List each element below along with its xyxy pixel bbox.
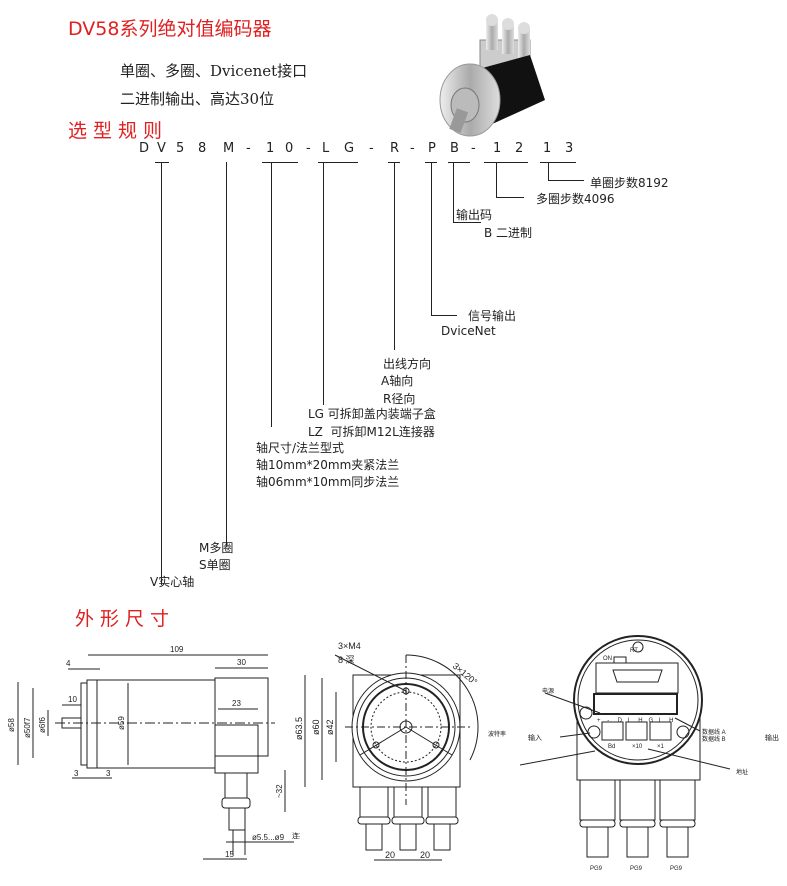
dim-d55: ø5.5...ø9 [252,833,285,842]
multiturn-option: 多圈步数4096 [536,192,615,206]
section-dimensions-title: 外形尺寸 [75,608,176,630]
model-code-char: - [246,141,251,156]
dim-d60: ø60 [311,719,321,735]
model-code-char: - [306,141,311,156]
singleturn-option: 单圈步数8192 [590,176,669,190]
dim-10: 10 [68,695,77,704]
direction-option: R径向 [383,392,416,406]
terminal-label: G [649,718,654,724]
on-label: ON [603,656,612,662]
dim-15: 15 [225,850,234,859]
model-code-char: B [450,141,459,156]
connection-option: LG 可拆卸盖内装端子盒 [308,407,436,421]
model-code-char: 8 [198,141,207,156]
product-title: DV58系列绝对值编码器 [68,18,272,40]
direction-option: A轴向 [381,374,414,388]
data-b-label: 数据线 B [702,735,726,743]
terminal-label: D [618,718,623,724]
connector-label: 连接器PG9,径向 [292,831,300,840]
shaft-option: 轴10mm*20mm夹紧法兰 [256,458,400,472]
dim-4: 4 [66,659,71,668]
turns-option: S单圈 [199,558,231,572]
model-code-char: P [428,141,436,156]
model-code-char: 1 [266,141,275,156]
feature-line: 单圈、多圈、Dvicenet接口 [120,62,308,80]
depth-label: 8 深 [338,655,355,665]
dim-20a: 20 [385,850,395,860]
encoder-photo [439,14,545,137]
input-label: 输入 [528,733,542,742]
baud-label: 波特率 [488,730,506,738]
pg9-label: PG9 [630,866,643,872]
side-view-drawing: 109 30 4 10 23 ø58 ø50f7 ø6f6 ø59 3 3 ~3… [7,645,300,860]
dim-109: 109 [170,645,184,654]
shaft-option: 轴06mm*10mm同步法兰 [256,475,400,489]
shaft-type-option: V实心轴 [150,575,195,589]
model-code-char: 3 [565,141,574,156]
pg9-label: PG9 [670,866,683,872]
dim-d58: ø58 [7,718,16,732]
model-code-char: M [223,141,235,156]
output-code-title: 输出码 [456,208,493,222]
data-a-label: 数据线 A [702,728,726,736]
direction-title: 出线方向 [383,357,432,371]
terminal-label: L [628,718,632,724]
model-code-char: - [369,141,374,156]
terminal-label: H [638,718,642,724]
signal-title: 信号输出 [468,309,517,323]
pg9-label: PG9 [590,866,603,872]
address-label: 地址 [736,768,748,776]
dim-3a: 3 [74,769,79,778]
rt-label: RT [630,648,638,654]
model-code-char: 5 [176,141,185,156]
dim-3b: 3 [106,769,111,778]
signal-option: DviceNet [441,324,496,338]
model-code-char: G [344,141,355,156]
model-code-char: - [410,141,415,156]
model-code-char: 2 [515,141,524,156]
dial-label: ×1 [657,744,665,750]
dim-d42: ø42 [325,719,335,735]
section-selection-title: 选型规则 [68,120,169,142]
terminal-label: - [607,718,609,724]
model-code-char: R [390,141,400,156]
model-code-char: 1 [493,141,502,156]
dim-32: ~32 [275,784,284,798]
feature-line: 二进制输出、高达30位 [120,90,275,108]
model-code-char: 0 [285,141,294,156]
power-label: 电源 [542,687,554,695]
dial-label: ×10 [632,744,643,750]
dim-d6: ø6f6 [38,716,47,733]
model-code-char: 1 [543,141,552,156]
dim-d50: ø50f7 [23,717,32,738]
holes-label: 3×M4 [338,641,361,651]
model-code-char: D [139,141,150,156]
front-view-drawing: 3×M4 8 深 3×120° ø63.5 ø60 ø42 20 20 波特率 [294,641,506,861]
model-code-char: V [157,141,166,156]
terminal-label: L [659,718,663,724]
output-code-option: B 二进制 [484,226,533,240]
terminal-label: H [669,718,673,724]
dim-20b: 20 [420,850,430,860]
model-code-char: L [322,141,330,156]
dim-23: 23 [232,699,241,708]
model-code-char: - [471,141,476,156]
dim-d59: ø59 [117,716,126,730]
dim-30: 30 [237,658,246,667]
dim-d635: ø63.5 [294,717,304,740]
turns-option: M多圈 [199,541,234,555]
terminal-label: + [597,718,601,724]
connection-option: LZ 可拆卸M12L连接器 [308,425,435,439]
output-label: 输出 [765,733,779,742]
shaft-title: 轴尺寸/法兰型式 [256,441,345,455]
dial-label: Bd [608,744,615,750]
